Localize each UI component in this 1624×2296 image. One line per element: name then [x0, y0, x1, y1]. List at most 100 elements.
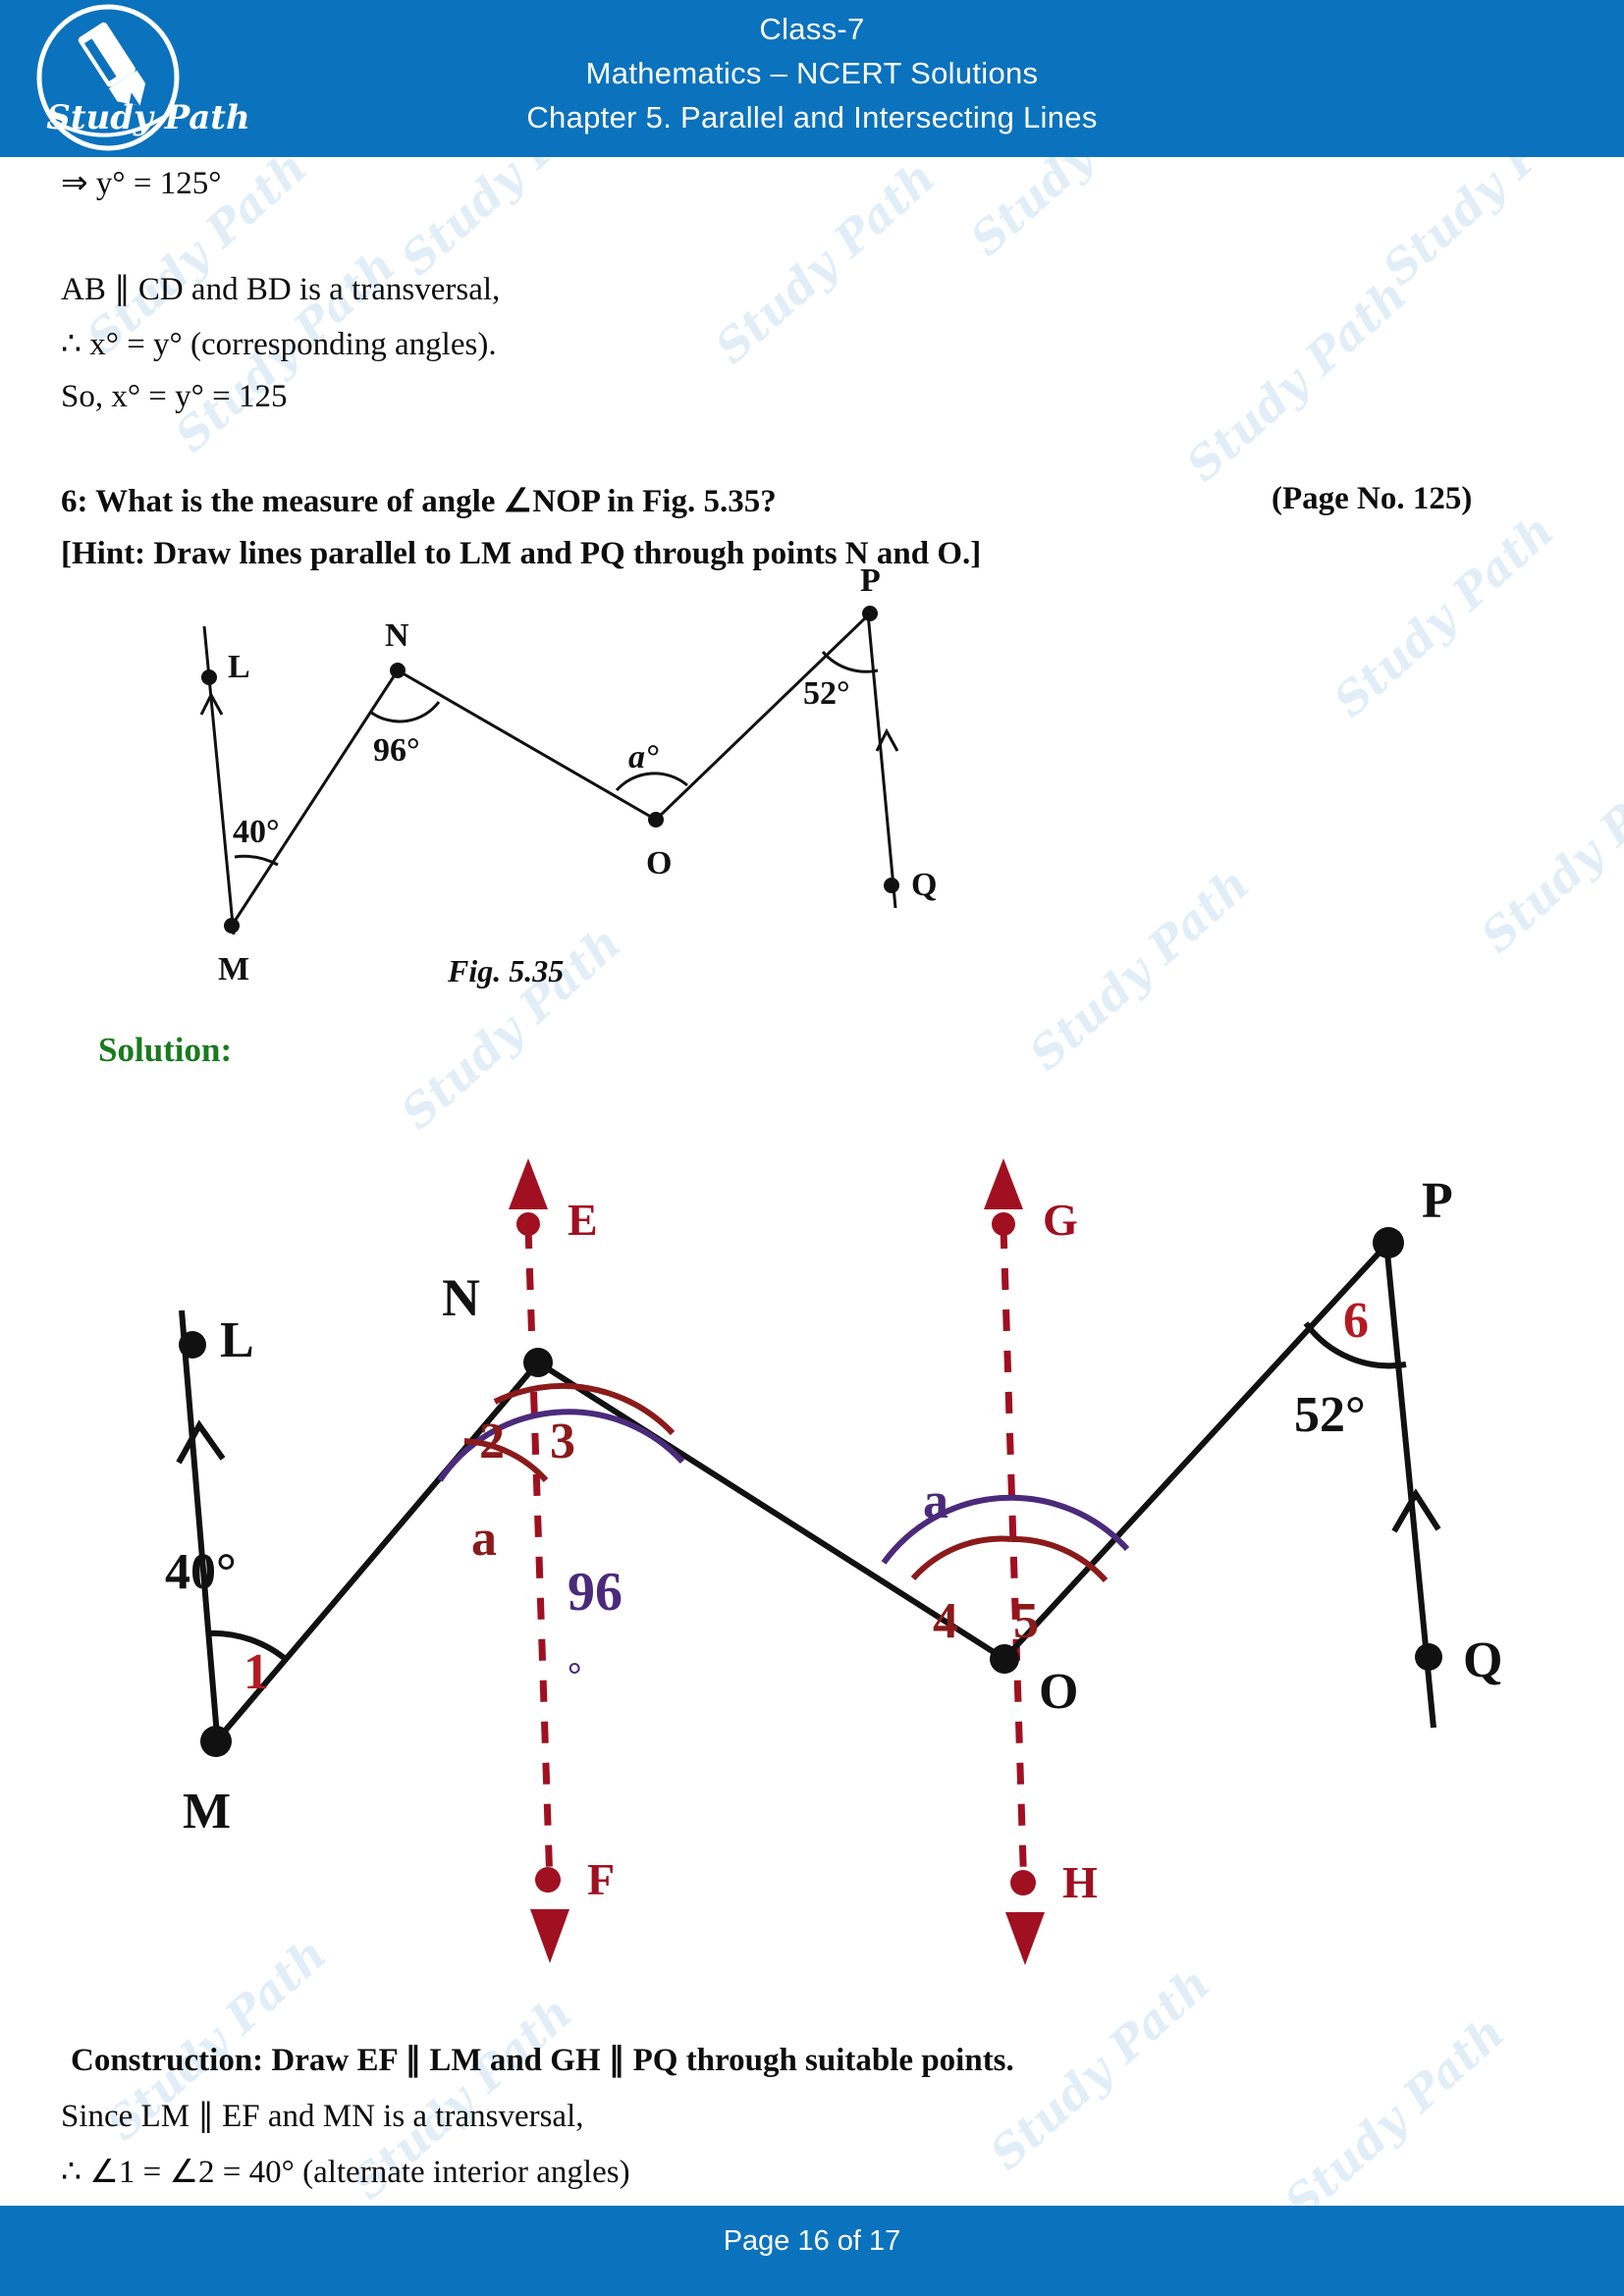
point-h-dot — [1010, 1870, 1036, 1896]
angle-arc-2-at-n-red — [463, 1438, 549, 1483]
line-ab-parallel-cd: AB ∥ CD and BD is a transversal, — [61, 272, 501, 307]
header-line-class: Class-7 — [759, 12, 865, 46]
angle-arc-at-o — [615, 772, 688, 792]
watermark: Study Path — [1323, 504, 1564, 727]
solution-label-p: P — [1422, 1173, 1453, 1229]
since-lm-ef-text: Since LM ∥ EF and MN is a transversal, — [61, 2099, 584, 2134]
solution-label-o: O — [1039, 1664, 1078, 1720]
angle-number-2: 2 — [479, 1414, 505, 1469]
angle-arc-at-p — [821, 651, 879, 673]
point-m-dot — [224, 918, 240, 934]
point-p-dot — [862, 606, 878, 621]
solution-lm-direction-arrow-icon — [176, 1419, 226, 1465]
solution-label-q: Q — [1463, 1632, 1502, 1688]
angle1-equals-angle2-text: ∴ ∠1 = ∠2 = 40° (alternate interior angl… — [61, 2155, 630, 2190]
solution-pq-direction-arrow-icon — [1391, 1488, 1441, 1533]
segment-pq — [866, 613, 897, 909]
label-m: M — [218, 951, 249, 988]
angle-label-n-96: 96° — [373, 732, 420, 769]
angle-value-96: 96 — [568, 1562, 623, 1623]
h-arrowhead-icon — [1005, 1912, 1045, 1965]
gh-dashed-line — [1000, 1226, 1028, 1896]
line-y-equals: ⇒ y° = 125° — [61, 166, 222, 201]
solution-point-l-dot — [179, 1331, 206, 1359]
label-e: E — [568, 1195, 598, 1245]
lm-direction-arrow-icon — [199, 691, 224, 716]
solution-point-o-dot — [990, 1644, 1019, 1674]
angle-arc-4-at-o-red — [910, 1535, 1012, 1580]
point-o-dot — [648, 812, 664, 828]
label-l: L — [228, 649, 250, 685]
angle-arc-6-at-p — [1303, 1321, 1407, 1369]
solution-label-m: M — [183, 1784, 231, 1840]
point-e-dot — [516, 1212, 540, 1236]
logo-wordmark: Study Path — [46, 98, 250, 137]
angle-arc-3-at-n-red — [493, 1382, 676, 1436]
angle-label-m-40: 40° — [233, 814, 280, 850]
header-titles: Class-7 Mathematics – NCERT Solutions Ch… — [0, 8, 1624, 140]
page-reference: (Page No. 125) — [1272, 481, 1473, 516]
page-header: Study Path Class-7 Mathematics – NCERT S… — [0, 0, 1624, 157]
logo-oval-icon — [36, 4, 180, 151]
angle-arc-at-m — [234, 854, 279, 867]
pq-direction-arrow-icon — [875, 727, 899, 752]
point-l-dot — [201, 669, 217, 685]
solution-zigzag-mnop — [213, 1240, 1391, 1743]
angle-arc-5-at-o-red — [1010, 1535, 1109, 1582]
angle-label-a-at-o: a — [923, 1473, 948, 1529]
page-footer: Page 16 of 17 — [0, 2206, 1624, 2296]
site-logo: Study Path — [22, 4, 267, 151]
angle-arc-1-at-m — [205, 1629, 290, 1664]
f-arrowhead-icon — [530, 1909, 569, 1963]
watermark: Study Path — [1470, 739, 1624, 963]
angle-arc-a-at-o-purple — [881, 1494, 1130, 1565]
label-o: O — [646, 845, 672, 881]
figure-caption: Fig. 5.35 — [447, 953, 564, 988]
label-q: Q — [911, 867, 937, 903]
angle-label-o-a: a° — [628, 739, 659, 775]
angle-number-3: 3 — [550, 1414, 575, 1469]
angle-number-4: 4 — [933, 1593, 958, 1649]
angle-number-1: 1 — [244, 1644, 269, 1700]
hint-text: [Hint: Draw lines parallel to LM and PQ … — [61, 536, 982, 571]
e-arrowhead-icon — [509, 1158, 548, 1209]
solution-label-n: N — [442, 1268, 480, 1327]
watermark: Study Path — [1273, 2005, 1515, 2229]
angle-label-p-52: 52° — [803, 675, 850, 712]
line-therefore-x: ∴ x° = y° (corresponding angles). — [61, 327, 497, 362]
solution-label: Solution: — [98, 1031, 233, 1069]
angle-value-52: 52° — [1294, 1387, 1366, 1443]
watermark: Study Path — [704, 150, 946, 374]
line-so-x-y: So, x° = y° = 125 — [61, 379, 288, 414]
construction-line-ef: E F — [509, 1158, 615, 1963]
angle-value-40: 40° — [165, 1544, 237, 1600]
point-n-dot — [390, 663, 406, 678]
figure-5-35: L M N O P Q 40° 96° a° 52° Fig. 5.35 — [0, 562, 1080, 1080]
angle-number-6: 6 — [1343, 1293, 1369, 1349]
angle-label-a-at-n: a — [471, 1511, 497, 1567]
point-q-dot — [884, 878, 899, 893]
watermark: Study Path — [1175, 268, 1417, 492]
solution-point-n-dot — [523, 1348, 553, 1377]
construction-text: Construction: Draw EF ∥ LM and GH ∥ PQ t… — [71, 2043, 1014, 2078]
question-text: 6: What is the measure of angle ∠NOP in … — [61, 484, 777, 519]
solution-point-p-dot — [1373, 1227, 1404, 1258]
solution-segment-lm — [179, 1309, 221, 1748]
angle-number-5: 5 — [1013, 1593, 1039, 1649]
header-line-chapter: Chapter 5. Parallel and Intersecting Lin… — [526, 99, 1098, 134]
construction-line-gh: G H — [984, 1158, 1098, 1965]
label-p: P — [860, 562, 881, 599]
page-number-text: Page 16 of 17 — [723, 2225, 901, 2257]
angle-degree-symbol-96: ° — [568, 1655, 581, 1694]
header-line-subject: Mathematics – NCERT Solutions — [585, 55, 1039, 90]
label-n: N — [385, 617, 409, 654]
logo-swoosh-icon — [49, 112, 171, 137]
solution-point-q-dot — [1415, 1643, 1442, 1671]
label-g: G — [1043, 1195, 1078, 1245]
point-f-dot — [535, 1867, 561, 1893]
point-g-dot — [992, 1212, 1015, 1236]
ef-dashed-line — [524, 1226, 554, 1886]
solution-diagram: E F G H — [0, 1119, 1624, 2002]
angle-arc-96-at-n-purple — [437, 1409, 685, 1482]
g-arrowhead-icon — [984, 1158, 1023, 1209]
